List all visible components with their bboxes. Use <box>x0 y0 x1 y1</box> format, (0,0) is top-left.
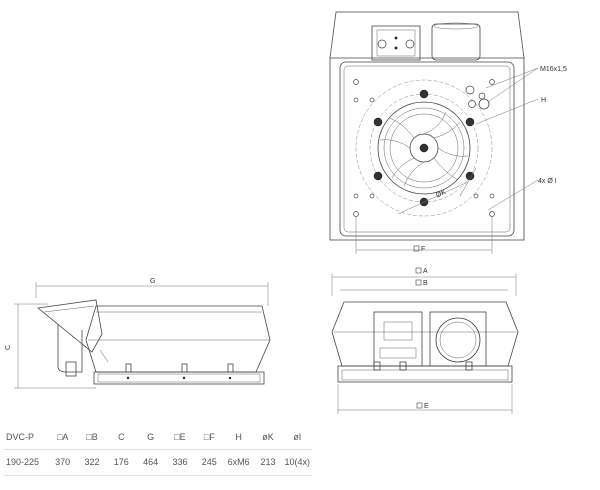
table-row: 190-225 370 322 176 464 336 245 6xM6 213… <box>4 449 312 476</box>
label-thread: M16x1,5 <box>540 66 567 73</box>
table-cell: 322 <box>77 449 107 476</box>
label-a: A <box>423 268 428 275</box>
table-cell: 176 <box>106 449 136 476</box>
label-c: C <box>5 345 12 350</box>
label-h: H <box>541 97 546 104</box>
top-view <box>329 11 539 254</box>
square-icon-a <box>415 267 422 274</box>
table-cell: 245 <box>194 449 224 476</box>
col-header: øI <box>282 425 312 450</box>
spec-table: DVC-P □A □B C G □E □F H øK øI 190-225 37… <box>4 425 312 476</box>
label-b: B <box>423 280 428 287</box>
table-cell: 10(4x) <box>282 449 312 476</box>
col-header: □E <box>165 425 195 450</box>
table-cell: 464 <box>135 449 166 476</box>
table-cell: 6xM6 <box>223 449 254 476</box>
table-cell: 336 <box>165 449 195 476</box>
square-icon-b <box>415 279 422 286</box>
col-header: □B <box>77 425 107 450</box>
square-icon-f <box>413 245 420 252</box>
square-icon-e <box>416 402 423 409</box>
label-k: ØK <box>435 189 447 200</box>
table-cell: 213 <box>253 449 283 476</box>
col-header: G <box>135 425 166 450</box>
col-header: □A <box>48 425 78 450</box>
table-cell: 190-225 <box>4 449 48 476</box>
label-holes: 4x Ø I <box>538 178 557 185</box>
side-view <box>14 282 271 389</box>
label-e: E <box>424 403 429 410</box>
label-g: G <box>150 278 155 285</box>
front-view <box>331 274 519 414</box>
label-f: F <box>421 246 425 253</box>
col-header: H <box>223 425 254 450</box>
table-cell: 370 <box>48 449 78 476</box>
technical-drawing: M16x1,5 H ØK 4x Ø I F A B G C E <box>5 11 567 414</box>
col-header: □F <box>194 425 224 450</box>
col-header: øK <box>253 425 283 450</box>
col-header: DVC-P <box>4 425 48 450</box>
table-header-row: DVC-P □A □B C G □E □F H øK øI <box>4 425 312 450</box>
col-header: C <box>106 425 136 450</box>
